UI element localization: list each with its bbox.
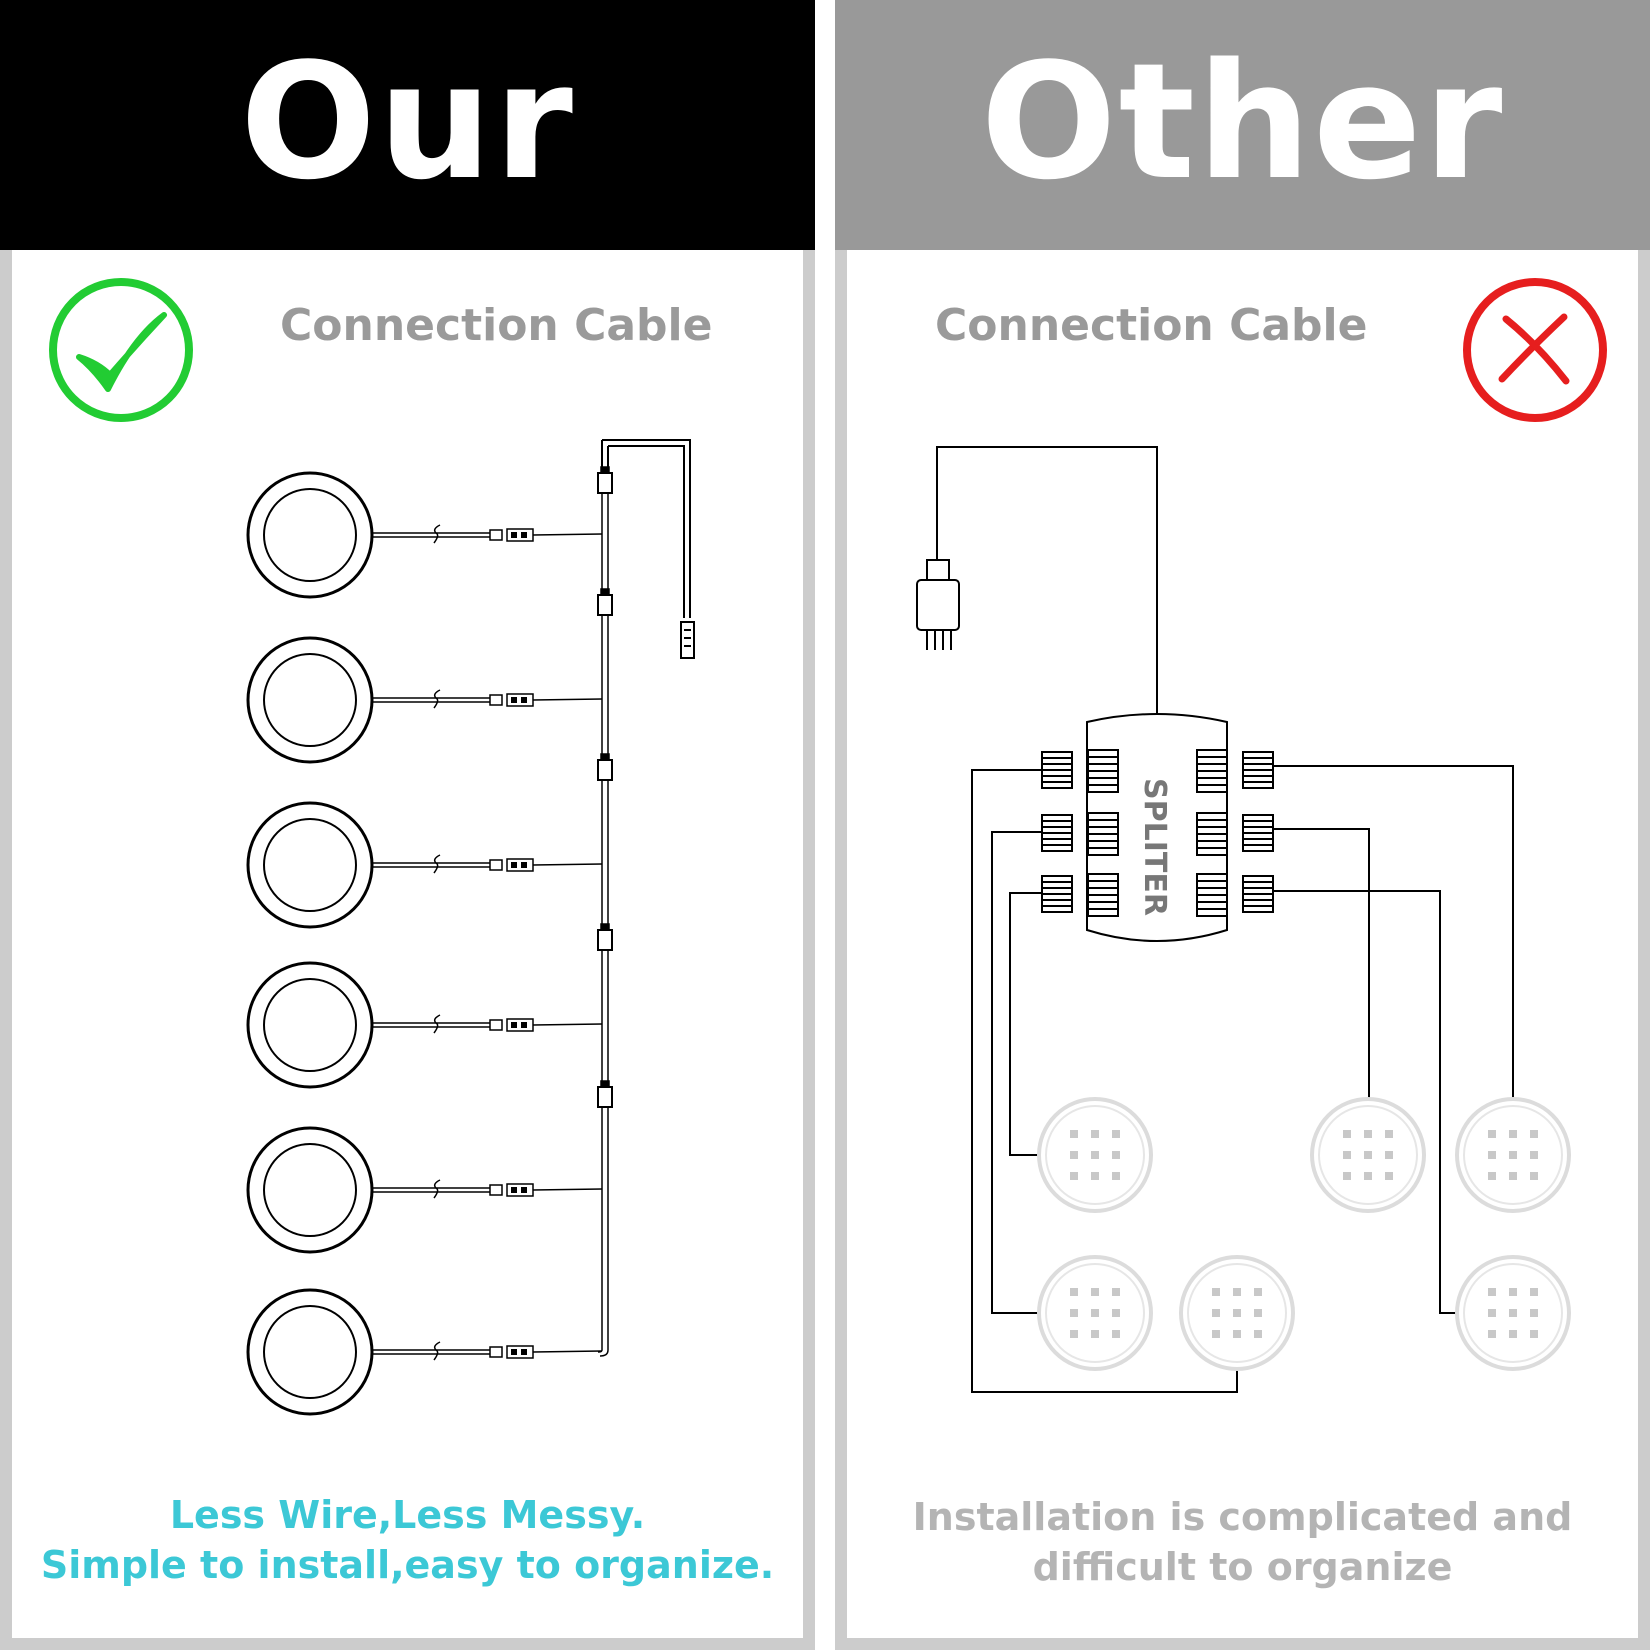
gray-puck-light (1037, 1097, 1153, 1213)
splitter-ports-group (1041, 749, 1274, 917)
puck-light (246, 471, 603, 599)
bus-connector (597, 929, 613, 951)
bus-cable (597, 466, 613, 1357)
our-subtitle: Connection Cable (280, 300, 713, 351)
our-wiring-diagram (246, 439, 695, 1416)
our-lights-group (246, 466, 613, 1416)
puck-light (246, 1126, 603, 1254)
splitter-port-inner-left (1087, 873, 1119, 917)
splitter-port-inner-right (1196, 873, 1228, 917)
our-banner: Our (0, 0, 815, 250)
splitter-port-inner-left (1087, 749, 1119, 793)
other-lights-group (1037, 1097, 1571, 1371)
other-subtitle: Connection Cable (935, 300, 1368, 351)
splitter-port-outer-left (1041, 751, 1073, 789)
other-wiring-diagram: SPLITER (916, 446, 1571, 1393)
bus-connector-cap (600, 923, 610, 931)
splitter-port-outer-right (1242, 814, 1274, 852)
other-panel: Other Connection Cable SPLITER (835, 0, 1650, 1650)
splitter-port-outer-left (1041, 875, 1073, 913)
other-cables (971, 765, 1514, 1393)
bus-connector (597, 594, 613, 616)
splitter-port-inner-right (1196, 812, 1228, 856)
other-panel-frame (835, 250, 1650, 1650)
splitter-label: SPLITER (1137, 778, 1172, 916)
bus-connector-cap (600, 1080, 610, 1088)
other-banner: Other (835, 0, 1650, 250)
check-mark-icon (46, 277, 196, 431)
bus-connector-cap (600, 466, 610, 474)
splitter-port-outer-right (1242, 751, 1274, 789)
other-header: Other (980, 28, 1505, 215)
our-panel-frame (0, 250, 815, 1650)
splitter-port-outer-right (1242, 875, 1274, 913)
puck-light (246, 636, 603, 764)
our-caption-line1: Less Wire,Less Messy. (169, 1493, 646, 1537)
splitter-port-inner-right (1196, 749, 1228, 793)
bus-connector-cap (600, 753, 610, 761)
gray-puck-light (1179, 1255, 1295, 1371)
our-caption: Less Wire,Less Messy. Simple to install,… (0, 1490, 815, 1590)
our-panel: Our Connection Cable Less Wire,Less Mess… (0, 0, 815, 1650)
other-caption-line2: difficult to organize (1032, 1545, 1453, 1589)
puck-light (246, 801, 603, 929)
gray-puck-light (1310, 1097, 1426, 1213)
puck-light (246, 961, 603, 1089)
gray-puck-light (1455, 1097, 1571, 1213)
other-caption: Installation is complicated and difficul… (835, 1492, 1650, 1592)
bus-connector (597, 472, 613, 494)
x-mark-icon (1460, 277, 1610, 431)
bus-connector (597, 1086, 613, 1108)
other-caption-line1: Installation is complicated and (912, 1495, 1573, 1539)
our-header: Our (240, 28, 575, 215)
bus-connector (597, 759, 613, 781)
gray-puck-light (1455, 1255, 1571, 1371)
bus-connector-cap (600, 588, 610, 596)
splitter-port-inner-left (1087, 812, 1119, 856)
puck-light (246, 1288, 603, 1416)
splitter-port-outer-left (1041, 814, 1073, 852)
our-caption-line2: Simple to install,easy to organize. (40, 1543, 775, 1587)
gray-puck-light (1037, 1255, 1153, 1371)
